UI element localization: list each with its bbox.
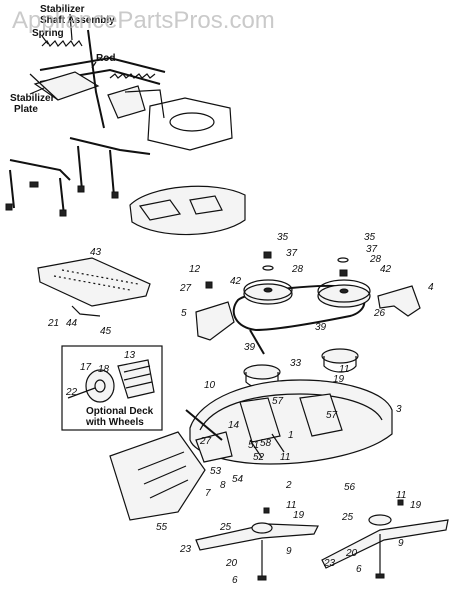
spring-label: Spring [32,28,64,39]
part-number-p11a: 11 [339,364,349,375]
part-number-p42a: 42 [230,276,242,287]
part-number-p28a: 28 [291,264,304,275]
part-number-p35a: 35 [277,232,289,243]
part-number-p43: 43 [90,247,102,258]
part-number-p52: 52 [253,452,265,463]
part-number-p19c: 19 [410,500,422,511]
part-number-p23b: 23 [323,558,336,569]
part-number-p54: 54 [232,474,244,485]
watermark: AppliancePartsPros.com [12,7,275,34]
part-number-p26: 26 [373,308,386,319]
part-number-p44: 44 [66,318,78,329]
part-number-p4: 4 [428,282,434,293]
labels: Stabilizer Shaft Assembly Spring Rod Sta… [10,4,154,428]
part-number-p20a: 20 [225,558,238,569]
part-number-p42b: 42 [380,264,392,275]
part-number-p12: 12 [189,264,201,275]
part-number-p27b: 27 [199,436,212,447]
part-number-p9b: 9 [398,538,404,549]
blades-drawing [195,499,449,581]
part-number-p27a: 27 [179,283,192,294]
part-number-p9a: 9 [286,546,292,557]
part-number-p39a: 39 [244,342,256,353]
stabilizer-plate-label-line1: Stabilizer [10,93,55,104]
part-number-p11b: 11 [280,452,290,463]
part-number-p37a: 37 [286,248,298,259]
part-number-p10: 10 [204,380,216,391]
part-number-p5: 5 [181,308,187,319]
part-number-p39b: 39 [315,322,327,333]
part-number-p11c: 11 [286,500,296,511]
deflector-shield-drawing [37,257,151,317]
part-number-p45: 45 [100,326,112,337]
part-number-p17: 17 [80,362,92,373]
part-number-p19a: 19 [333,374,345,385]
part-number-p33: 33 [290,358,302,369]
part-number-p11d: 11 [396,490,406,501]
main-deck-housing-drawing [109,379,393,521]
stabilizer-plate-label-line2: Plate [14,104,38,115]
inset-title-line2: with Wheels [85,417,144,428]
part-number-p6a: 6 [232,575,238,586]
pulleys-and-belt-drawing [195,251,421,389]
rod-label: Rod [96,53,115,64]
part-number-p20b: 20 [345,548,358,559]
part-number-p8: 8 [220,480,226,491]
optional-deck-wheels-inset [61,345,163,431]
part-number-p14: 14 [228,420,240,431]
part-number-p6b: 6 [356,564,362,575]
part-number-p2: 2 [285,480,292,491]
part-number-p51: 51 [248,440,259,451]
deck-housing-upper-drawing [129,185,246,236]
part-number-p23a: 23 [179,544,192,555]
part-number-p37b: 37 [366,244,378,255]
part-number-p19b: 19 [293,510,305,521]
part-number-p21: 21 [47,318,59,329]
part-number-p22: 22 [65,387,78,398]
part-number-p18: 18 [98,364,110,375]
part-number-p28b: 28 [369,254,382,265]
inset-title-line1: Optional Deck [86,406,154,417]
part-number-p58: 58 [260,438,272,449]
part-number-p3: 3 [396,404,402,415]
stabilizer-shaft-label-line2: Shaft Assembly [40,15,115,26]
part-number-p53: 53 [210,466,222,477]
part-number-p25b: 25 [341,512,354,523]
part-number-p55: 55 [156,522,168,533]
stabilizer-assembly-drawing [5,13,233,217]
part-number-p57a: 57 [272,396,284,407]
part-number-p7: 7 [205,488,211,499]
part-number-p57b: 57 [326,410,338,421]
part-number-p13: 13 [124,350,136,361]
part-number-p1: 1 [288,430,294,441]
part-number-p35b: 35 [364,232,376,243]
part-number-p25a: 25 [219,522,232,533]
part-number-p56: 56 [344,482,356,493]
stabilizer-shaft-label-line1: Stabilizer [40,4,85,15]
